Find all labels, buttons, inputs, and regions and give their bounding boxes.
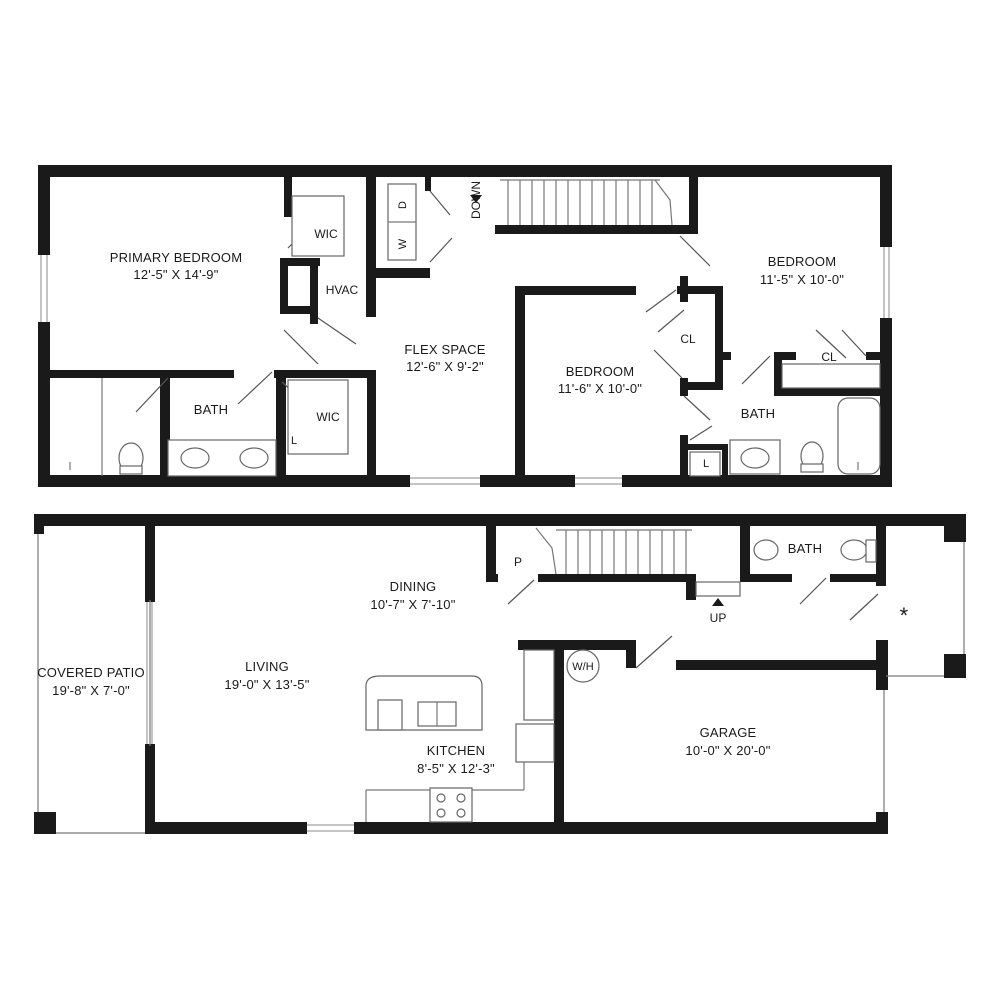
flex-space-dims: 12'-6" X 9'-2"	[406, 359, 484, 374]
up-arrow-icon	[712, 598, 724, 606]
down-arrow-icon	[470, 195, 482, 203]
bedroom-dims: 11'-5" X 10'-0"	[760, 272, 844, 287]
primary-bath-label: BATH	[194, 402, 229, 417]
upper-floor: PRIMARY BEDROOM 12'-5" X 14'-9" WIC HVAC…	[38, 165, 892, 487]
toilet-icon	[800, 441, 824, 473]
dryer-label: D	[397, 201, 409, 209]
upper-fixtures	[101, 183, 881, 477]
toilet-icon	[118, 442, 144, 475]
garage-dims: 10'-0" X 20'-0"	[685, 743, 770, 758]
garage-name: GARAGE	[700, 725, 757, 740]
living-name: LIVING	[245, 659, 289, 674]
lower-exterior-walls	[34, 514, 966, 834]
dining-dims: 10'-7" X 7'-10"	[370, 597, 455, 612]
upper-stairs	[500, 179, 673, 226]
kitchen-sink-icon	[417, 701, 457, 727]
bath-label: BATH	[741, 406, 776, 421]
primary-bedroom-dims: 12'-5" X 14'-9"	[133, 267, 218, 282]
linen-label: L	[291, 435, 297, 447]
bedroom-dims: 11'-6" X 10'-0"	[558, 381, 642, 396]
covered-patio-name: COVERED PATIO	[37, 665, 145, 680]
covered-patio-dims: 19'-8" X 7'-0"	[52, 683, 130, 698]
kitchen-dims: 8'-5" X 12'-3"	[417, 761, 495, 776]
bedroom-name: BEDROOM	[768, 254, 837, 269]
lower-stairs	[535, 527, 741, 597]
lower-floor: COVERED PATIO 19'-8" X 7'-0" LIVING 19'-…	[34, 514, 966, 834]
flex-space-name: FLEX SPACE	[404, 342, 485, 357]
upper-windows	[40, 247, 890, 485]
upper-doors	[135, 190, 867, 441]
primary-bedroom-name: PRIMARY BEDROOM	[110, 250, 243, 265]
closet-label: CL	[821, 350, 837, 364]
range-icon	[429, 787, 473, 823]
lower-interior-walls	[486, 526, 886, 830]
up-label: UP	[710, 611, 727, 625]
lower-windows	[37, 534, 965, 834]
wic-label: WIC	[314, 227, 338, 241]
bath-label: BATH	[788, 541, 823, 556]
living-dims: 19'-0" X 13'-5"	[224, 677, 309, 692]
dining-name: DINING	[390, 579, 437, 594]
bedroom-name: BEDROOM	[566, 364, 635, 379]
hvac-label: HVAC	[326, 283, 359, 297]
floor-drain-icon	[69, 462, 859, 470]
lower-doors	[149, 577, 879, 746]
sink-icon	[180, 447, 770, 469]
closet-label: CL	[680, 332, 696, 346]
linen-label: L	[703, 458, 709, 470]
powder-bath-fixtures	[753, 539, 877, 563]
kitchen-name: KITCHEN	[427, 743, 485, 758]
asterisk-marker: *	[900, 603, 909, 628]
upper-interior-walls	[50, 177, 882, 482]
washer-label: W	[397, 238, 409, 249]
pantry-label: P	[514, 555, 522, 569]
upper-exterior-walls	[38, 165, 892, 487]
down-label: DOWN	[469, 181, 483, 219]
water-heater-label: W/H	[572, 661, 593, 673]
water-heater-icon	[566, 649, 600, 683]
wic-label: WIC	[316, 410, 340, 424]
